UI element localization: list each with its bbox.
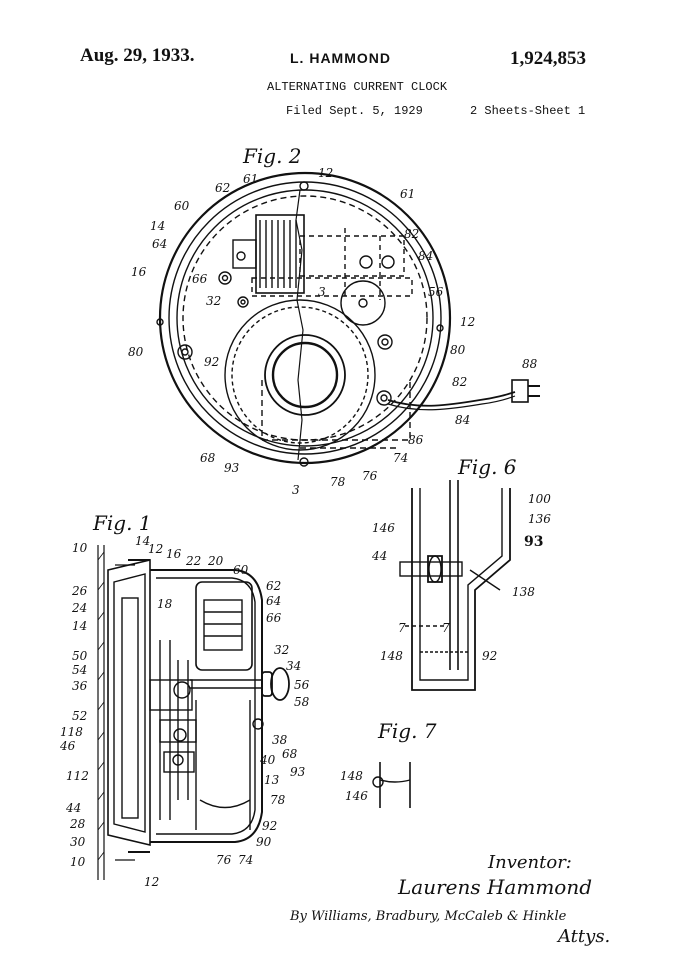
fig2-label: Fig. 2: [242, 144, 302, 168]
ref-numeral: 64: [266, 594, 281, 608]
ref-numeral: 146: [372, 521, 395, 535]
ref-numeral: 32: [274, 643, 289, 657]
ref-numeral: 12: [460, 315, 475, 329]
patent-date: Aug. 29, 1933.: [80, 45, 195, 66]
ref-numeral: 56: [294, 678, 310, 692]
ref-numeral: 32: [206, 294, 221, 308]
ref-numeral: 30: [70, 835, 86, 849]
ref-numeral: 93: [524, 534, 543, 550]
ref-numeral: 92: [262, 819, 277, 833]
ref-numeral: 34: [286, 659, 301, 673]
patent-number: 1,924,853: [510, 48, 586, 69]
ref-numeral: 146: [345, 789, 368, 803]
ref-numeral: 54: [72, 663, 87, 677]
ref-numeral: 44: [371, 549, 387, 563]
ref-numeral: 78: [270, 793, 286, 807]
ref-numeral: 93: [224, 461, 240, 475]
ref-numeral: 10: [70, 855, 86, 869]
ref-numeral: 18: [157, 597, 173, 611]
ref-numeral: 74: [393, 451, 408, 465]
ref-numeral: 12: [144, 875, 159, 889]
ref-numeral: 92: [482, 649, 497, 663]
ref-numeral: 62: [215, 181, 230, 195]
ref-numeral: 136: [528, 512, 551, 526]
ref-numeral: 61: [400, 187, 415, 201]
ref-numeral: 28: [69, 817, 86, 831]
ref-numeral: 61: [243, 172, 258, 186]
ref-numeral: 68: [200, 451, 216, 465]
ref-numeral: 64: [152, 237, 167, 251]
ref-numeral: 78: [330, 475, 346, 489]
ref-numeral: 74: [238, 853, 253, 867]
ref-numeral: 14: [72, 619, 87, 633]
ref-numeral: 80: [128, 345, 144, 359]
inventor-label: Inventor:: [487, 852, 572, 873]
ref-numeral: 13: [264, 773, 280, 787]
ref-numeral: 7: [398, 621, 406, 635]
ref-numeral: 118: [60, 725, 83, 739]
ref-numeral: 80: [450, 343, 466, 357]
fig2-drawing: [156, 171, 540, 467]
ref-numeral: 16: [131, 265, 147, 279]
ref-numeral: 82: [404, 227, 419, 241]
ref-numeral: 12: [148, 542, 163, 556]
ref-numeral: 66: [266, 611, 282, 625]
ref-numeral: 88: [522, 357, 538, 371]
ref-numeral: 76: [362, 469, 378, 483]
ref-numeral: 40: [259, 753, 276, 767]
fig7-drawing: [372, 762, 411, 808]
ref-numeral: 148: [380, 649, 403, 663]
ref-numeral: 12: [318, 166, 333, 180]
ref-numeral: 46: [59, 739, 76, 753]
fig7-label: Fig. 7: [377, 719, 437, 743]
ref-numeral: 58: [294, 695, 310, 709]
ref-numeral: 82: [452, 375, 467, 389]
sheet-count: 2 Sheets-Sheet 1: [470, 104, 586, 118]
ref-numeral: 62: [266, 579, 281, 593]
inventor-name: L. HAMMOND: [290, 50, 391, 66]
ref-numeral: 52: [72, 709, 87, 723]
ref-numeral: 76: [216, 853, 232, 867]
fig1-label: Fig. 1: [92, 511, 152, 535]
fig1-drawing: [97, 545, 290, 880]
ref-numeral: 66: [192, 272, 208, 286]
ref-numeral: 93: [290, 765, 306, 779]
ref-numeral: 10: [72, 541, 88, 555]
ref-numeral: 60: [233, 563, 249, 577]
fig6-label: Fig. 6: [457, 455, 517, 479]
ref-numeral: 90: [256, 835, 272, 849]
ref-numeral: 7: [442, 621, 450, 635]
ref-numeral: 24: [71, 601, 87, 615]
ref-numeral: 26: [71, 584, 88, 598]
ref-numeral: 36: [72, 679, 88, 693]
patent-title: ALTERNATING CURRENT CLOCK: [267, 80, 448, 94]
ref-numeral: 100: [528, 492, 551, 506]
fig6-drawing: [399, 480, 511, 691]
inventor-signature: Laurens Hammond: [397, 875, 592, 899]
ref-numeral: 56: [428, 285, 444, 299]
ref-numeral: 68: [282, 747, 298, 761]
ref-numeral: 14: [135, 534, 150, 548]
attorneys-label: Attys.: [556, 926, 610, 947]
ref-numeral: 3: [318, 285, 326, 299]
filed-date: Filed Sept. 5, 1929: [286, 104, 423, 118]
ref-numeral: 38: [272, 733, 288, 747]
ref-numeral: 16: [166, 547, 182, 561]
ref-numeral: 148: [340, 769, 363, 783]
ref-numeral: 86: [408, 433, 424, 447]
ref-numeral: 138: [512, 585, 535, 599]
ref-numeral: 84: [455, 413, 470, 427]
ref-numeral: 92: [204, 355, 219, 369]
ref-numeral: 84: [418, 249, 433, 263]
ref-numeral: 50: [72, 649, 88, 663]
ref-numeral: 14: [150, 219, 165, 233]
ref-numeral: 22: [185, 554, 201, 568]
ref-numeral: 60: [174, 199, 190, 213]
ref-numeral: 20: [207, 554, 224, 568]
ref-numeral: 44: [65, 801, 81, 815]
ref-numeral: 3: [292, 483, 300, 497]
ref-numeral: 112: [66, 769, 89, 783]
attorney-signature: By Williams, Bradbury, McCaleb & Hinkle: [289, 909, 567, 924]
